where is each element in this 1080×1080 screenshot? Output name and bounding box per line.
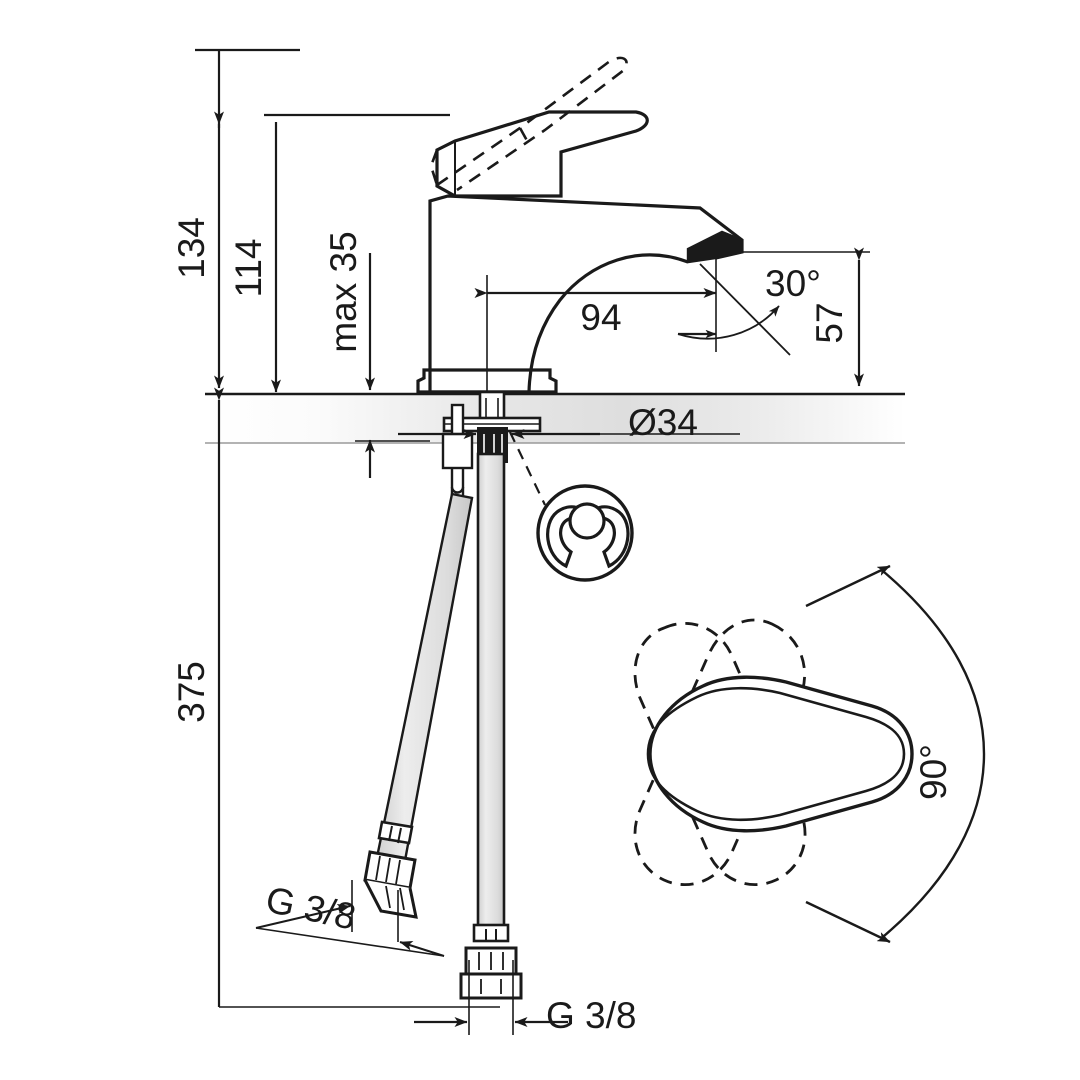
dimension-57 (716, 247, 870, 395)
top-view-swivel (633, 564, 986, 944)
label-375: 375 (171, 661, 212, 723)
lever-handle-open-ghost (429, 56, 628, 192)
lever-handle (435, 110, 649, 198)
label-134: 134 (171, 217, 212, 279)
label-57: 57 (809, 302, 850, 343)
dimension-max35 (355, 253, 430, 478)
label-dia34: Ø34 (628, 402, 698, 443)
mounting-hardware (441, 390, 542, 936)
dimension-thread-vertical (414, 960, 568, 1035)
label-thread-vertical: G 3/8 (546, 995, 637, 1036)
dimension-30deg (677, 263, 791, 356)
dimension-134 (195, 48, 300, 1007)
label-max35: max 35 (323, 231, 364, 352)
supply-hoses (363, 492, 523, 1000)
label-30deg: 30° (765, 263, 821, 304)
counter-band (205, 392, 905, 444)
label-94: 94 (580, 297, 621, 338)
dimension-114 (264, 113, 450, 393)
dimension-thread-angled (255, 880, 445, 957)
label-114: 114 (228, 239, 269, 298)
label-thread-angled: G 3/8 (262, 879, 359, 938)
c-clip-detail (509, 431, 634, 582)
label-90deg: 90° (913, 744, 954, 800)
